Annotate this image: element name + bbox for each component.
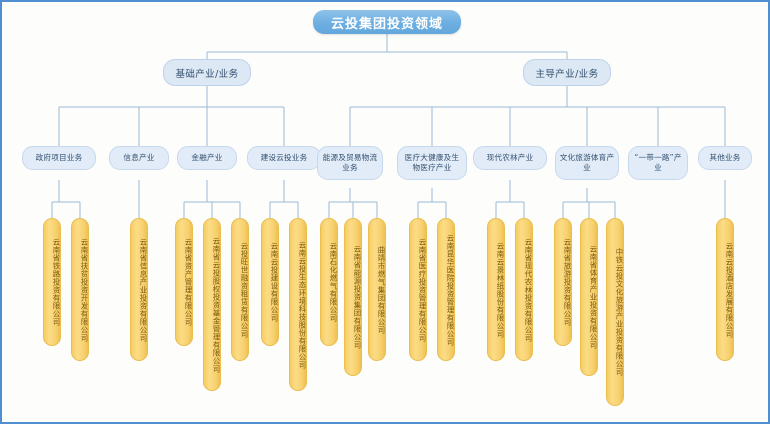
- category-node-information-industry[interactable]: 信息产业: [109, 146, 169, 170]
- company-node[interactable]: 云南省云投股权投资基金管理有限公司: [203, 218, 221, 391]
- branch-node-leading[interactable]: 主导产业/业务: [523, 59, 611, 86]
- company-node[interactable]: 云南云投建设有限公司: [261, 218, 279, 346]
- category-node-belt-and-road[interactable]: “一带一路”产业: [628, 146, 688, 180]
- category-label: 现代农林产业: [486, 152, 534, 162]
- company-node[interactable]: 云南云投酒店发展有限公司: [716, 218, 734, 361]
- chart-title-node: 云投集团投资领域: [313, 10, 461, 34]
- company-node[interactable]: 云南昆华医院投资管理有限公司: [437, 218, 455, 361]
- company-node[interactable]: 云南省信息产业投资有限公司: [130, 218, 148, 361]
- company-node[interactable]: 云南省铁路投资有限公司: [43, 218, 61, 346]
- category-label: 建设云投业务: [260, 152, 308, 162]
- category-node-construction-yuntou[interactable]: 建设云投业务: [247, 146, 321, 170]
- category-label: 其他业务: [709, 152, 741, 162]
- company-node[interactable]: 曲靖市燃气集团有限公司: [368, 218, 386, 361]
- company-node[interactable]: 云南省医疗投资管理有限公司: [409, 218, 427, 361]
- category-label: “一带一路”产业: [634, 152, 682, 172]
- category-label: 医疗大健康及生物医疗产业: [404, 152, 460, 172]
- category-node-finance-industry[interactable]: 金融产业: [177, 146, 237, 170]
- company-node[interactable]: 云南云景林纸股份有限公司: [487, 218, 505, 361]
- category-label: 政府项目业务: [35, 152, 83, 162]
- company-node[interactable]: 云南省旅游投资有限公司: [554, 218, 572, 346]
- company-node[interactable]: 云南省资产管理有限公司: [175, 218, 193, 346]
- category-node-other-business[interactable]: 其他业务: [698, 146, 752, 170]
- company-node[interactable]: 云南省现代农林投资有限公司: [515, 218, 533, 361]
- company-node[interactable]: 云南省扶贫投资开发有限公司: [71, 218, 89, 361]
- category-label: 能源及贸易物流业务: [322, 152, 378, 172]
- category-label: 文化旅游体育产业: [559, 152, 615, 172]
- category-node-culture-tourism-sports[interactable]: 文化旅游体育产业: [555, 146, 619, 180]
- company-node[interactable]: 云南石化燃气有限公司: [320, 218, 338, 346]
- branch-node-basic[interactable]: 基础产业/业务: [163, 59, 251, 86]
- branch-label: 主导产业/业务: [535, 68, 599, 80]
- category-node-energy-trade-logistics[interactable]: 能源及贸易物流业务: [317, 146, 383, 180]
- chart-title-text: 云投集团投资领域: [330, 16, 443, 32]
- branch-label: 基础产业/业务: [175, 68, 239, 80]
- category-node-medical-health[interactable]: 医疗大健康及生物医疗产业: [397, 146, 467, 180]
- category-node-government-projects[interactable]: 政府项目业务: [22, 146, 96, 170]
- category-node-modern-agriculture-forestry[interactable]: 现代农林产业: [473, 146, 547, 170]
- category-label: 金融产业: [191, 152, 223, 162]
- company-node[interactable]: 云投旺世融资租赁有限公司: [231, 218, 249, 361]
- company-node[interactable]: 云南云投生态环境科技股份有限公司: [289, 218, 307, 391]
- company-node[interactable]: 云南省体育产业投资有限公司: [580, 218, 598, 376]
- company-node[interactable]: 云南省能源投资集团有限公司: [344, 218, 362, 376]
- company-node[interactable]: 中铁云投文化旅游产业投资有限公司: [606, 218, 624, 406]
- category-label: 信息产业: [123, 152, 155, 162]
